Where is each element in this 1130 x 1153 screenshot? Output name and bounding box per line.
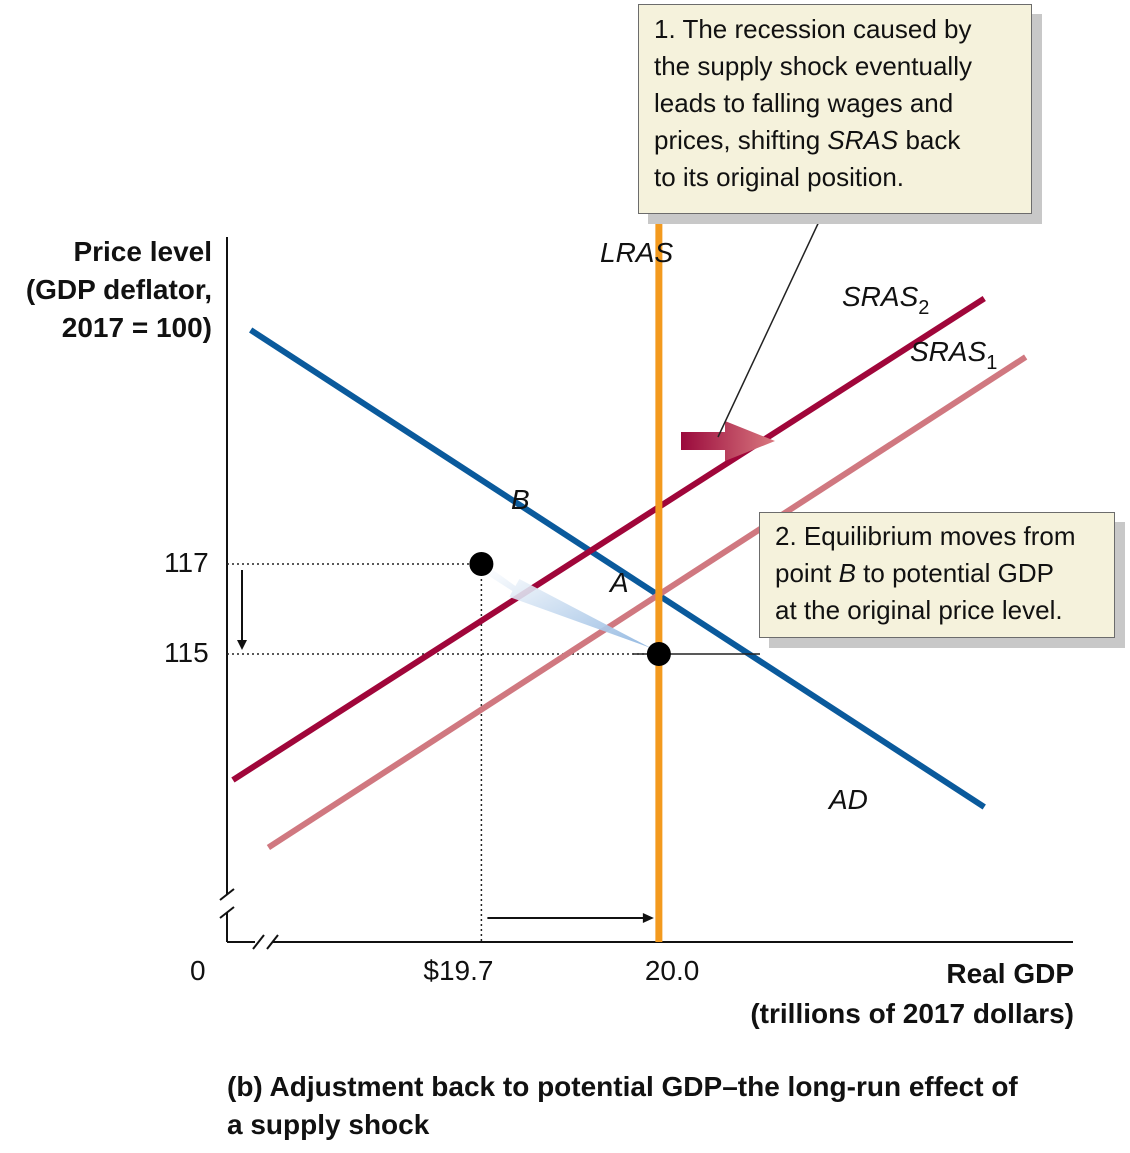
y-axis-title-line-1: Price level [73, 236, 212, 267]
x-axis-title-line-2: (trillions of 2017 dollars) [750, 998, 1074, 1029]
callout-1-leader [717, 212, 824, 438]
figure-caption-line-2: a supply shock [227, 1109, 430, 1140]
x-tick-label: 20.0 [644, 955, 700, 986]
curve-sras1 [266, 354, 1028, 851]
callout-2-line-1: 2. Equilibrium moves from [775, 521, 1076, 551]
shift-arrow [681, 421, 775, 461]
x-tick-label: $19.7 [423, 955, 494, 986]
callout-2-line-3: at the original price level. [775, 595, 1063, 625]
callout-1-line-4: prices, shifting SRAS back [654, 122, 1019, 159]
x-axis-title: Real GDP (trillions of 2017 dollars) [750, 954, 1074, 1034]
series-label-lras-text: LRAS [600, 237, 674, 268]
x-axis-break-mark [252, 934, 265, 950]
y-axis-title-line-2: (GDP deflator, [25, 274, 212, 305]
price-down-arrow-head [237, 640, 247, 650]
series-label-lras: LRAS [600, 237, 673, 269]
callout-2-point-b-term: B [838, 558, 856, 588]
equilibrium-movement-arrow [484, 566, 651, 648]
callout-2-line-2c: to potential GDP [855, 558, 1054, 588]
series-label-sras2-subscript: 2 [918, 297, 930, 319]
callout-equilibrium-note: 2. Equilibrium moves from point B to pot… [759, 512, 1115, 638]
series-label-sras1-subscript: 1 [986, 352, 998, 374]
y-axis-title-line-3: 2017 = 100) [61, 312, 212, 343]
callout-1-line-4c: back [898, 125, 961, 155]
callout-2-line-2: point B to potential GDP [775, 555, 1104, 592]
curve-sras2 [231, 295, 986, 783]
callout-recession-note: 1. The recession caused by the supply sh… [638, 4, 1032, 214]
x-axis-title-line-1: Real GDP [946, 958, 1074, 989]
callout-1-line-4a: prices, shifting [654, 125, 828, 155]
curve-ad [249, 327, 986, 810]
y-tick-label: 115 [164, 637, 209, 668]
callout-1-line-2: the supply shock eventually [654, 51, 972, 81]
callout-1-line-3: leads to falling wages and [654, 88, 954, 118]
callout-1-line-5: to its original position. [654, 162, 905, 192]
callout-2-line-2a: point [775, 558, 839, 588]
series-label-sras1-text: SRAS [910, 336, 987, 367]
figure-caption: (b) Adjustment back to potential GDP–the… [227, 1068, 1117, 1144]
series-label-sras2-text: SRAS [842, 281, 919, 312]
callout-1-sras-term: SRAS [827, 125, 899, 155]
point-label-a: A [610, 567, 629, 598]
y-axis-break-mark [219, 888, 235, 901]
figure-caption-line-1: (b) Adjustment back to potential GDP–the… [227, 1071, 1018, 1102]
callout-1-line-1: 1. The recession caused by [654, 14, 972, 44]
x-axis-break-mark [266, 934, 279, 950]
point-a [646, 642, 671, 666]
series-label-ad-text: AD [829, 784, 868, 815]
y-axis-break-mark [219, 906, 235, 919]
y-tick-label: 117 [164, 547, 209, 578]
point-label-b: B [511, 484, 530, 515]
gdp-right-arrow-head [642, 913, 654, 923]
origin-label: 0 [190, 955, 206, 986]
point-b [469, 552, 494, 576]
series-label-ad: AD [829, 784, 868, 816]
series-label-sras2: SRAS2 [842, 281, 929, 320]
y-axis-title: Price level (GDP deflator, 2017 = 100) [0, 233, 212, 347]
series-label-sras1: SRAS1 [910, 336, 997, 375]
